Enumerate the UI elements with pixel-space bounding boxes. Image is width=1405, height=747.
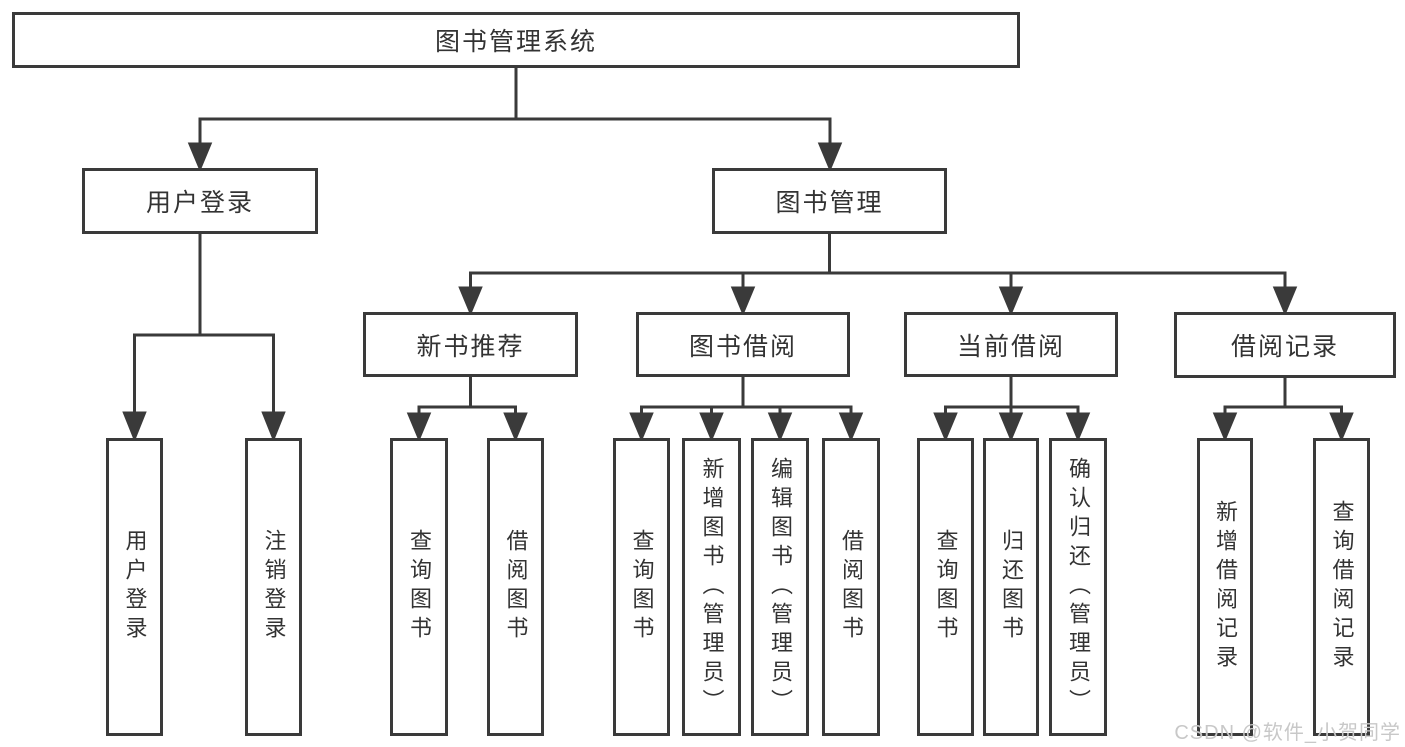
connector-new-book-recommend-to-leaves	[406, 377, 528, 442]
node-leaf-confirm-return-admin: 确认归还（管理员）	[1049, 438, 1107, 736]
node-label: 确认归还（管理员）	[1066, 456, 1091, 718]
node-label: 查询图书	[933, 529, 959, 645]
connector-book-management-to-level3	[458, 234, 1298, 316]
node-label: 新增借阅记录	[1213, 500, 1238, 674]
node-leaf-query-borrow-record: 查询借阅记录	[1313, 438, 1370, 736]
node-label: 新书推荐	[416, 332, 525, 361]
node-label: 查询图书	[407, 529, 432, 645]
node-book-borrow: 图书借阅	[636, 312, 850, 377]
connector-borrow-record-to-leaves	[1212, 378, 1354, 442]
node-label: 当前借阅	[956, 332, 1065, 361]
node-label: 新增图书（管理员）	[699, 456, 725, 718]
node-leaf-user-login: 用户登录	[106, 438, 163, 736]
node-label: 借阅记录	[1230, 333, 1339, 361]
node-label: 注销登录	[261, 529, 287, 645]
connector-user-login-to-leaves	[122, 234, 286, 443]
node-library-management-system: 图书管理系统	[12, 12, 1020, 68]
node-leaf-query-books-3: 查询图书	[917, 438, 974, 736]
node-leaf-borrow-books-1: 借阅图书	[487, 438, 544, 736]
node-label: 图书借阅	[688, 332, 797, 361]
node-label: 查询图书	[629, 529, 655, 645]
node-label: 用户登录	[145, 189, 254, 217]
node-label: 借阅图书	[503, 529, 529, 645]
node-current-borrow: 当前借阅	[904, 312, 1118, 377]
node-label: 图书管理	[775, 189, 884, 217]
node-leaf-query-books-1: 查询图书	[390, 438, 448, 736]
node-leaf-query-books-2: 查询图书	[613, 438, 670, 736]
node-label: 编辑图书（管理员）	[768, 456, 793, 718]
node-borrow-record: 借阅记录	[1174, 312, 1396, 378]
node-leaf-add-book-admin: 新增图书（管理员）	[682, 438, 741, 736]
node-leaf-return-book: 归还图书	[983, 438, 1039, 736]
node-book-management: 图书管理	[712, 168, 947, 234]
node-new-book-recommend: 新书推荐	[363, 312, 578, 377]
node-label: 借阅图书	[839, 529, 864, 645]
node-label: 图书管理系统	[434, 28, 597, 56]
connector-book-borrow-to-leaves	[629, 377, 864, 442]
node-leaf-edit-book-admin: 编辑图书（管理员）	[751, 438, 809, 736]
node-leaf-logout: 注销登录	[245, 438, 302, 736]
connector-current-borrow-to-leaves	[933, 377, 1091, 442]
node-leaf-borrow-books-2: 借阅图书	[822, 438, 880, 736]
connector-root-to-level2	[187, 68, 843, 172]
node-leaf-add-borrow-record: 新增借阅记录	[1197, 438, 1253, 736]
node-user-login: 用户登录	[82, 168, 318, 234]
node-label: 查询借阅记录	[1329, 500, 1355, 674]
node-label: 归还图书	[999, 529, 1024, 645]
csdn-watermark: CSDN @软件_小贺同学	[1174, 722, 1401, 744]
node-label: 用户登录	[122, 529, 148, 645]
